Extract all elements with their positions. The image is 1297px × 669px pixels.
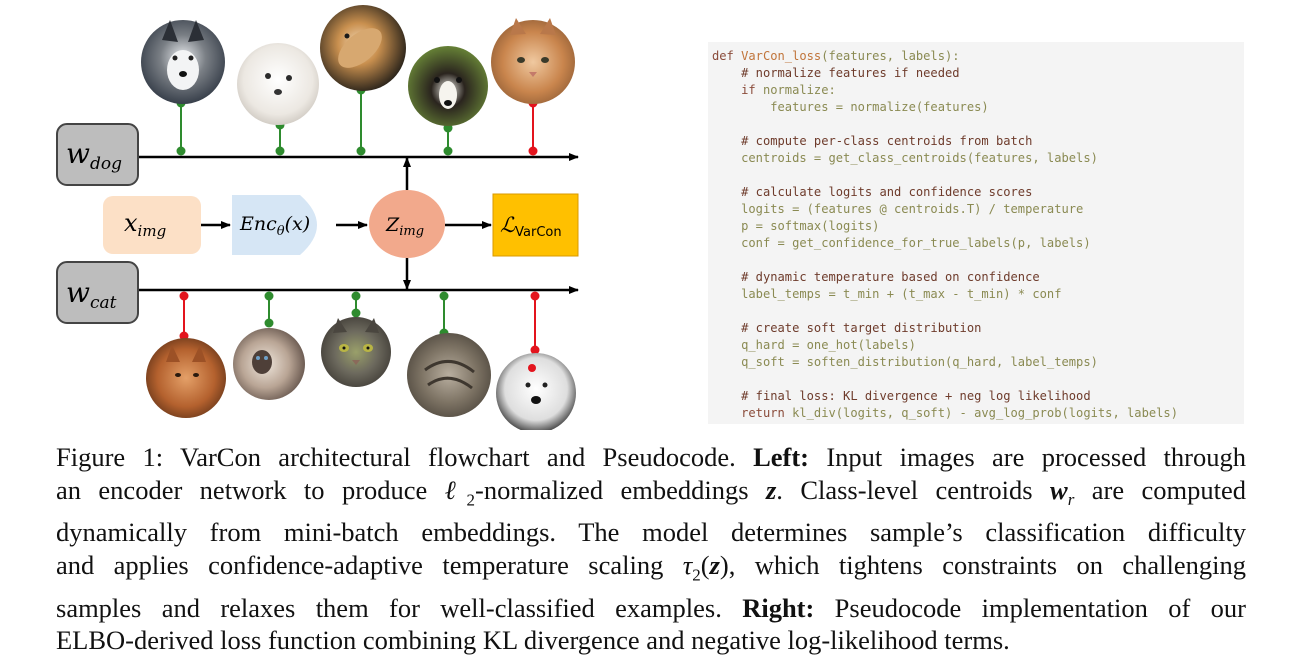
code-token: kl_div(logits, q_soft) - avg_log_prob(lo… [792,406,1178,420]
code-line [712,252,1244,269]
x-img-label: ximg [124,209,166,240]
code-token [712,406,741,420]
hamster-dog-image [320,5,406,91]
code-token: # normalize features if needed [712,66,960,80]
code-line: conf = get_confidence_for_true_labels(p,… [712,235,1244,252]
code-token: q_hard = one_hot(labels) [712,338,916,352]
code-token: logits = (features @ centroids.T) / temp… [712,202,1084,216]
sheepdog-image [496,353,576,430]
code-token: p = softmax(logits) [712,219,880,233]
code-line: if normalize: [712,82,1244,99]
code-line: label_temps = t_min + (t_max - t_min) * … [712,286,1244,303]
bottom-images [146,317,576,430]
code-line: features = normalize(features) [712,99,1244,116]
encoder-label: Encθ(x) [239,213,310,239]
w-dog-label: wdog [66,137,122,174]
z-img-label: Zimg [385,214,424,239]
code-token: q_soft = soften_distribution(q_hard, lab… [712,355,1098,369]
code-line: # final loss: KL divergence + neg log li… [712,388,1244,405]
code-line [712,116,1244,133]
bernese-dog-image [408,46,488,126]
code-token: (features, labels): [821,49,960,63]
white-dog-image [237,43,319,125]
siamese-cat-image [233,328,305,400]
code-token: return [741,406,793,420]
code-line: # calculate logits and confidence scores [712,184,1244,201]
code-line: centroids = get_class_centroids(features… [712,150,1244,167]
code-token: label_temps = t_min + (t_max - t_min) * … [712,287,1062,301]
caption-line-2: an encoder network to produce ℓ2-normali… [56,474,1246,509]
top-images [141,5,575,126]
w-cat-label: wcat [66,276,117,313]
code-token: # compute per-class centroids from batch [712,134,1033,148]
code-line: def VarCon_loss(features, labels): [712,48,1244,65]
code-token: def [712,49,742,63]
varcon-flowchart: wdog wcat ximg Encθ(x) Zimg ℒVarCon [56,5,579,430]
caption-line-5: samples and relaxes them for well-classi… [56,592,1247,623]
code-line: p = softmax(logits) [712,218,1244,235]
x-img-box [103,196,201,254]
code-token: conf = get_confidence_for_true_labels(p,… [712,236,1091,250]
code-line [712,371,1244,388]
code-token: centroids = get_class_centroids(features… [712,151,1098,165]
code-line: q_soft = soften_distribution(q_hard, lab… [712,354,1244,371]
code-line: logits = (features @ centroids.T) / temp… [712,201,1244,218]
code-line: # create soft target distribution [712,320,1244,337]
caption-line-4: and applies confidence-adaptive temperat… [56,549,1246,585]
w-cat-box [56,261,139,324]
code-line [712,303,1244,320]
figure-caption: Figure 1: VarCon architectural flowchart… [56,441,1246,657]
code-line: # compute per-class centroids from batch [712,133,1244,150]
orange-cat-image [491,18,575,104]
loss-box [492,193,579,257]
loss-label: ℒVarCon [500,213,562,240]
encoder-shape [232,195,317,255]
z-img-circle [369,190,445,258]
caption-line-6: ELBO-derived loss function combining KL … [56,625,1010,656]
code-token: # calculate logits and confidence scores [712,185,1033,199]
code-token: # dynamic temperature based on confidenc… [712,270,1040,284]
code-line [712,167,1244,184]
orange-kitten-image [146,338,226,418]
code-line: # dynamic temperature based on confidenc… [712,269,1244,286]
code-token: VarCon_loss [741,49,822,63]
caption-line-3: dynamically from mini-batch embeddings. … [56,517,1246,548]
code-token: normalize: [762,83,836,97]
tabby-cat-image [321,317,391,387]
husky-image [141,20,225,104]
code-token: if [741,83,763,97]
w-dog-box [56,123,139,186]
code-line: q_hard = one_hot(labels) [712,337,1244,354]
code-line: # normalize features if needed [712,65,1244,82]
pseudocode-panel: def VarCon_loss(features, labels): # nor… [708,42,1244,424]
caption-line-1: Figure 1: VarCon architectural flowchart… [56,442,1246,472]
grey-tabby-cat-image [407,333,491,417]
code-token: # create soft target distribution [712,321,982,335]
code-token [712,83,741,97]
code-token: # final loss: KL divergence + neg log li… [712,389,1091,403]
code-token: features = normalize(features) [712,100,989,114]
code-line: return kl_div(logits, q_soft) - avg_log_… [712,405,1244,422]
